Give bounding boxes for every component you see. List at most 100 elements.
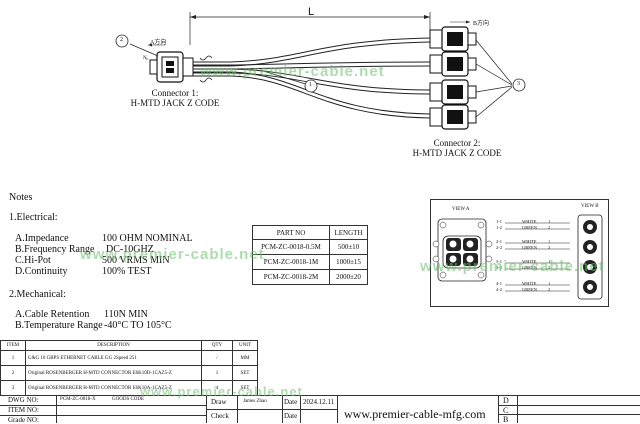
connector-1-label: Connector 1: H-MTD JACK Z CODE [120,88,230,108]
view-b-label: VIEW B [581,204,599,209]
callout-2-number: 2 [120,37,123,43]
bom-item: 1 [0,350,26,366]
electrical-heading: 1.Electrical: [9,212,58,223]
wire-color: WHITE [522,259,537,264]
wire-pins: 3-1 [496,259,502,264]
title-block-sign: Draw James Zhao Date 2024.12.11 Check Da… [207,396,337,423]
callout-1-circle [304,79,318,93]
rev-d: D [503,396,509,405]
length-cell: 500±10 [329,239,368,255]
spec-value: 100% TEST [102,266,152,277]
wire-num: 1 [548,281,551,286]
notes-heading: Notes [9,192,33,203]
dimension-label: L [308,6,315,18]
connector-2-title: Connector 2: [433,138,481,148]
wire-color: WHITE [522,239,537,244]
wire-color: WHITE [522,219,537,224]
part-no-cell: PCM-ZC-0018-2M [252,269,330,285]
wire-num: 2 [548,287,551,292]
bom-header: DESCRIPTION [25,340,202,351]
bom-description: Original ROSENBERGER H-MTD CONNECTOR E6K… [25,365,202,381]
spec-label: A.Impedance [15,233,69,244]
direction-a-label: A方向 [150,40,167,46]
spec-label: D.Continuity [15,266,68,277]
date-label: Date [284,398,298,406]
bom-item: 3 [0,380,26,396]
connector-1-shape [149,51,194,83]
wire-num: 2 [548,225,551,230]
wire-pins: 2-1 [496,239,502,244]
wire-color: GREEN [522,225,537,230]
mechanical-heading: 2.Mechanical: [9,289,66,300]
part-table-header: PART NO [252,225,330,240]
connector-1-type: H-MTD JACK Z CODE [130,98,220,108]
spec-value: 500 VRMS MIN [102,255,170,266]
watermark-top: www.premier-cable.net [200,63,385,80]
callout-3-circle [512,78,526,92]
item-no-label: ITEM NO: [8,406,39,414]
wire-pins: 3-2 [496,265,502,270]
dwg-no-desc: GOODS CODE [112,397,145,402]
spec-label: B.Temperature Range [15,320,103,331]
wire-pins: 4-1 [496,281,502,286]
wire-pins: 2-2 [496,245,502,250]
connector-2-type: H-MTD JACK Z CODE [412,148,502,158]
pin-n-label: N [143,56,147,61]
bom-header: QTY [201,340,233,351]
spec-value: 100 OHM NOMINAL [102,233,193,244]
website-text: www.premier-cable-mfg.com [344,407,486,421]
watermark-bottom: www.premier-cable.net [140,384,303,399]
part-number-table: PART NO LENGTH PCM-ZC-0018-0.5M 500±10 P… [252,225,368,285]
rev-c: C [503,406,509,415]
dwg-no-label: DWG NO: [8,396,39,404]
wire-num: 1 [548,259,551,264]
wire-num: 2 [548,265,551,270]
length-cell: 1000±15 [329,254,368,270]
direction-b-label: B方向 [473,21,490,27]
callout-1-number: 1 [309,82,312,88]
bom-qty: / [201,350,233,366]
wire-color: GREEN [522,287,537,292]
bom-qty: 1 [201,365,233,381]
bom-item: 2 [0,365,26,381]
check-label: Check [211,412,229,420]
spec-label: C.Hi-Pot [15,255,51,266]
wire-color: GREEN [522,245,537,250]
wire-color: WHITE [522,281,537,286]
bom-header: ITEM [0,340,26,351]
spec-label: A.Cable Retention [15,309,90,320]
wire-pins: 1-1 [496,219,502,224]
connector-1-title: Connector 1: [151,88,199,98]
bom-header: UNIT [232,340,258,351]
title-block-left: DWG NO: PCM-ZC-0018-X GOODS CODE ITEM NO… [0,396,206,424]
watermark-mid: www.premier-cable.net [80,246,265,263]
cable-assembly-drawing [115,12,526,130]
rev-b: B [503,415,509,424]
spec-value: 110N MIN [104,309,148,320]
length-cell: 2000±20 [329,269,368,285]
callout-3-number: 3 [517,81,520,87]
spec-label: B.Frequency Range [15,244,95,255]
part-table-header: LENGTH [329,225,368,240]
wire-pins: 4-2 [496,287,502,292]
date-value: 2024.12.11 [303,398,335,406]
connector-2-shapes [429,26,477,130]
callout-2-circle [115,34,129,48]
grade-no-label: Grade NO: [8,416,39,424]
bom-description: G&G 10 GBPS ETHERNET CABLE GG 2Speed 251 [25,350,202,366]
wire-num: 2 [548,245,551,250]
connector-2-label: Connector 2: H-MTD JACK Z CODE [402,138,512,158]
wire-num: 1 [548,239,551,244]
bom-unit: MM [232,350,258,366]
title-block [0,395,640,424]
date2-label: Date [284,412,298,420]
pinout-graphics [432,214,603,300]
dwg-no-value: PCM-ZC-0018-X [60,397,96,402]
spec-value: DC-10GHZ [106,244,154,255]
wire-pins: 1-2 [496,225,502,230]
bill-of-materials-table: ITEM DESCRIPTION QTY UNIT 1 G&G 10 GBPS … [0,340,258,396]
bom-unit: SET [232,365,258,381]
view-a-label: VIEW A [452,207,470,212]
wire-color: GREEN [522,265,537,270]
draw-name: James Zhao [243,399,267,404]
